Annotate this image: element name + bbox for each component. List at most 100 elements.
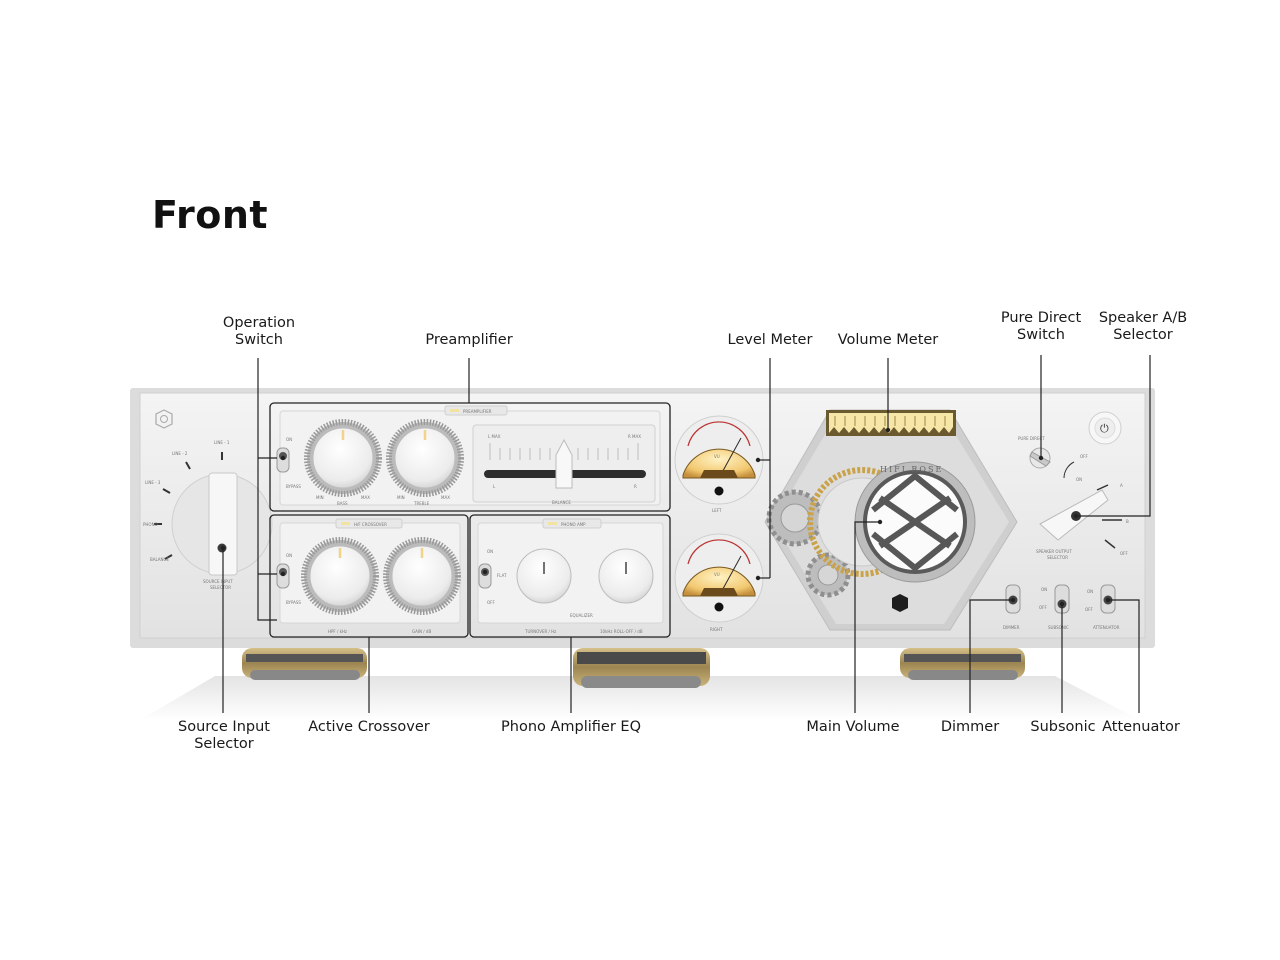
gain-knob[interactable]: [383, 537, 461, 615]
balance-lmax-label: L MAX: [488, 434, 501, 439]
callout-operation-switch: Operation Switch: [223, 315, 295, 349]
meter-right-label: RIGHT: [710, 627, 723, 632]
callout-pure-direct-line1: Pure Direct: [1000, 310, 1082, 326]
foot-right: [900, 648, 1025, 680]
callout-operation-switch-line2: Switch: [235, 332, 283, 348]
pure-direct-on-label: ON: [1076, 477, 1082, 482]
hex-button-icon[interactable]: [892, 594, 908, 612]
phono-toggle[interactable]: [478, 563, 492, 589]
foot-left: [242, 648, 367, 680]
balance-rmax-label: R MAX: [628, 434, 641, 439]
subsonic-on-label: ON: [1041, 587, 1047, 592]
gain-label: GAIN / dB: [412, 629, 431, 634]
treble-min-label: MIN: [397, 495, 405, 500]
vu-left-label: VU: [714, 454, 720, 459]
dimmer-panel-label: DIMMER: [1003, 625, 1020, 630]
level-meter-right: [674, 533, 764, 623]
speaker-output-label-1: SPEAKER OUTPUT: [1036, 549, 1072, 554]
callout-speaker-ab-line1: Speaker A/B: [1098, 310, 1188, 326]
attenuator-off-label: OFF: [1085, 607, 1093, 612]
callout-source-input-line1: Source Input: [178, 719, 270, 735]
callout-main-volume: Main Volume: [806, 719, 900, 735]
crossover-header: H/F CROSSOVER: [354, 522, 387, 527]
source-line3-label: LINE - 3: [145, 480, 161, 485]
callout-pure-direct-switch: Pure Direct Switch: [1001, 310, 1081, 344]
volume-brand-label: HIFI ROSE: [880, 465, 943, 474]
callout-dimmer: Dimmer: [940, 719, 1000, 735]
source-selector-label-1: SOURCE INPUT: [203, 579, 233, 584]
preamp-header: PREAMPLIFIER: [463, 409, 492, 414]
pure-direct-arc: [1063, 461, 1075, 479]
volume-meter: [826, 410, 956, 436]
source-line2-label: LINE - 2: [172, 451, 188, 456]
callout-source-input-line2: Selector: [194, 736, 254, 752]
preamp-bypass-label: BYPASS: [286, 484, 301, 489]
power-button[interactable]: ⏻: [1088, 411, 1122, 445]
speaker-output-label-2: SELECTOR: [1047, 555, 1068, 560]
svg-text:⏻: ⏻: [1100, 422, 1109, 435]
rolloff-knob[interactable]: [598, 548, 654, 604]
callout-operation-switch-line1: Operation: [222, 315, 296, 331]
source-input-selector-knob[interactable]: [171, 472, 273, 576]
balance-l-label: L: [493, 484, 496, 489]
phono-flat-label: FLAT: [497, 573, 507, 578]
rolloff-label: 10kHz ROLL-OFF / dB: [600, 629, 643, 634]
meter-left-label: LEFT: [712, 508, 722, 513]
phono-header: PHONO AMP: [561, 522, 586, 527]
speaker-a-label: A: [1120, 483, 1123, 488]
foot-center: [573, 648, 710, 688]
callout-attenuator: Attenuator: [1102, 719, 1180, 735]
subsonic-panel-label: SUBSONIC: [1048, 625, 1069, 630]
speaker-off-tick: [1104, 539, 1116, 549]
platform: [140, 676, 1140, 720]
phono-off-label: OFF: [487, 600, 495, 605]
equalizer-label: EQUALIZER: [570, 613, 593, 618]
phono-on-label: ON: [487, 549, 493, 554]
crossover-on-label: ON: [286, 553, 292, 558]
speaker-a-tick: [1096, 484, 1109, 491]
callout-preamplifier: Preamplifier: [425, 332, 513, 348]
callout-source-input-selector: Source Input Selector: [178, 719, 270, 753]
treble-knob[interactable]: [386, 419, 464, 497]
page-title: Front: [152, 193, 269, 237]
treble-max-label: MAX: [441, 495, 450, 500]
pure-direct-off-label: OFF: [1080, 454, 1088, 459]
callout-volume-meter: Volume Meter: [837, 332, 939, 348]
hpf-knob[interactable]: [301, 537, 379, 615]
source-balance-label: BALANCE: [150, 557, 169, 562]
balance-label: BALANCE: [552, 500, 571, 505]
turnover-label: TURNOVER / Hz: [524, 629, 556, 634]
pure-direct-label: PURE DIRECT: [1018, 436, 1045, 441]
callout-speaker-ab-line2: Selector: [1113, 327, 1173, 343]
logo-icon: [155, 409, 173, 429]
callout-level-meter: Level Meter: [727, 332, 813, 348]
treble-label: TREBLE: [413, 501, 430, 506]
source-selector-label-2: SELECTOR: [210, 585, 231, 590]
speaker-b-label: B: [1126, 519, 1129, 524]
crossover-bypass-label: BYPASS: [286, 600, 301, 605]
preamp-on-label: ON: [286, 437, 292, 442]
balance-r-label: R: [634, 484, 637, 489]
vu-right-label: VU: [714, 572, 720, 577]
source-line1-label: LINE - 1: [214, 440, 230, 445]
bass-min-label: MIN: [316, 495, 324, 500]
callout-subsonic: Subsonic: [1030, 719, 1096, 735]
leader-lines: [222, 355, 1151, 713]
main-volume-knob[interactable]: [854, 461, 976, 583]
speaker-off-label: OFF: [1120, 551, 1128, 556]
hpf-label: HPF / kHz: [328, 629, 347, 634]
level-meter-left: [674, 415, 764, 505]
turnover-knob[interactable]: [516, 548, 572, 604]
source-phono-label: PHONO: [143, 522, 158, 527]
gear-icon-small: [805, 552, 851, 598]
callout-phono-amplifier-eq: Phono Amplifier EQ: [501, 719, 641, 735]
callout-speaker-ab-selector: Speaker A/B Selector: [1099, 310, 1187, 344]
balance-slider[interactable]: [472, 424, 656, 503]
attenuator-panel-label: ATTENUATOR: [1093, 625, 1120, 630]
bass-max-label: MAX: [361, 495, 370, 500]
callout-active-crossover: Active Crossover: [308, 719, 430, 735]
bass-knob[interactable]: [304, 419, 382, 497]
bass-label: BASS: [337, 501, 348, 506]
callout-pure-direct-line2: Switch: [1017, 327, 1065, 343]
